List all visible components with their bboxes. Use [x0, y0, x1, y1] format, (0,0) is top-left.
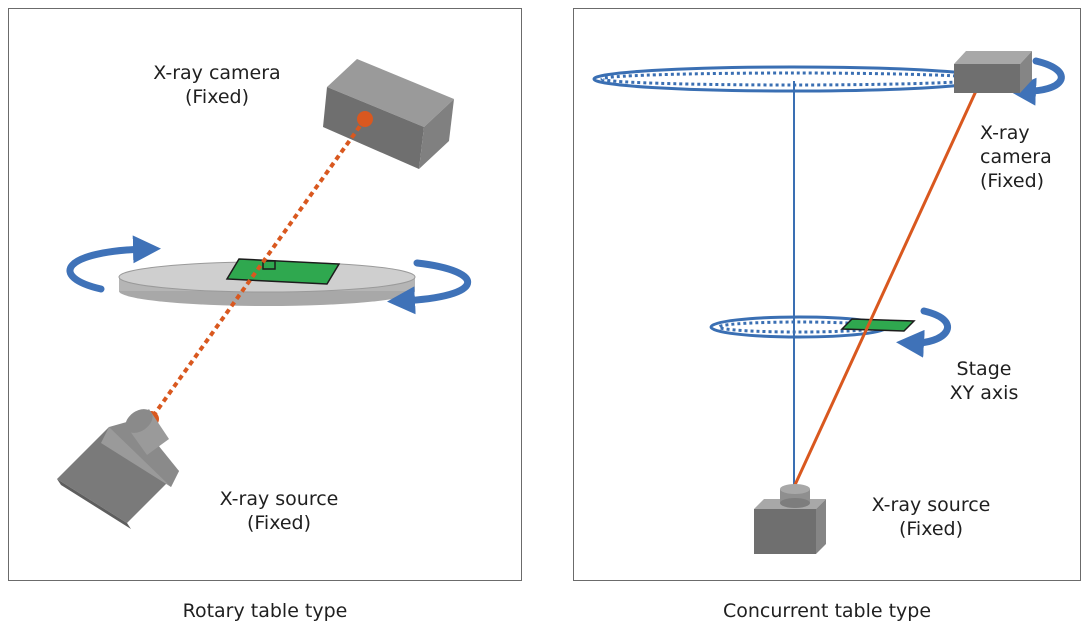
- rotary-table-panel: X-ray camera (Fixed) X-ray source (Fixed…: [8, 8, 522, 581]
- source-label: X-ray source (Fixed): [871, 494, 991, 540]
- camera-label: X-ray camera (Fixed): [153, 62, 281, 108]
- stage-rotation-arrow: [896, 307, 951, 358]
- xray-source-device: [754, 484, 826, 554]
- concurrent-table-caption: Concurrent table type: [722, 600, 932, 622]
- xray-source-device: [57, 409, 179, 529]
- concurrent-table-panel: X-ray camera (Fixed) Stage XY axis X-ray…: [573, 8, 1081, 581]
- beam-end-camera: [357, 111, 373, 127]
- rotation-arrow-left: [66, 235, 161, 293]
- xray-beam: [149, 117, 367, 421]
- rotary-table-diagram: [57, 59, 471, 529]
- concurrent-table-diagram: [592, 51, 1065, 554]
- xray-camera-device: [954, 51, 1032, 93]
- xray-camera-device: [323, 59, 454, 169]
- camera-rotation-arrow: [1008, 57, 1065, 106]
- rotary-table-caption: Rotary table type: [182, 600, 348, 622]
- pcb-board: [225, 258, 341, 285]
- rotation-arrow-right: [387, 259, 471, 315]
- xray-beam: [792, 90, 978, 488]
- stage-label: Stage XY axis: [949, 358, 1019, 404]
- source-label: X-ray source (Fixed): [219, 488, 339, 534]
- pcb-board: [840, 318, 916, 332]
- camera-label: X-ray camera (Fixed): [980, 122, 1052, 192]
- camera-orbit: [592, 65, 992, 93]
